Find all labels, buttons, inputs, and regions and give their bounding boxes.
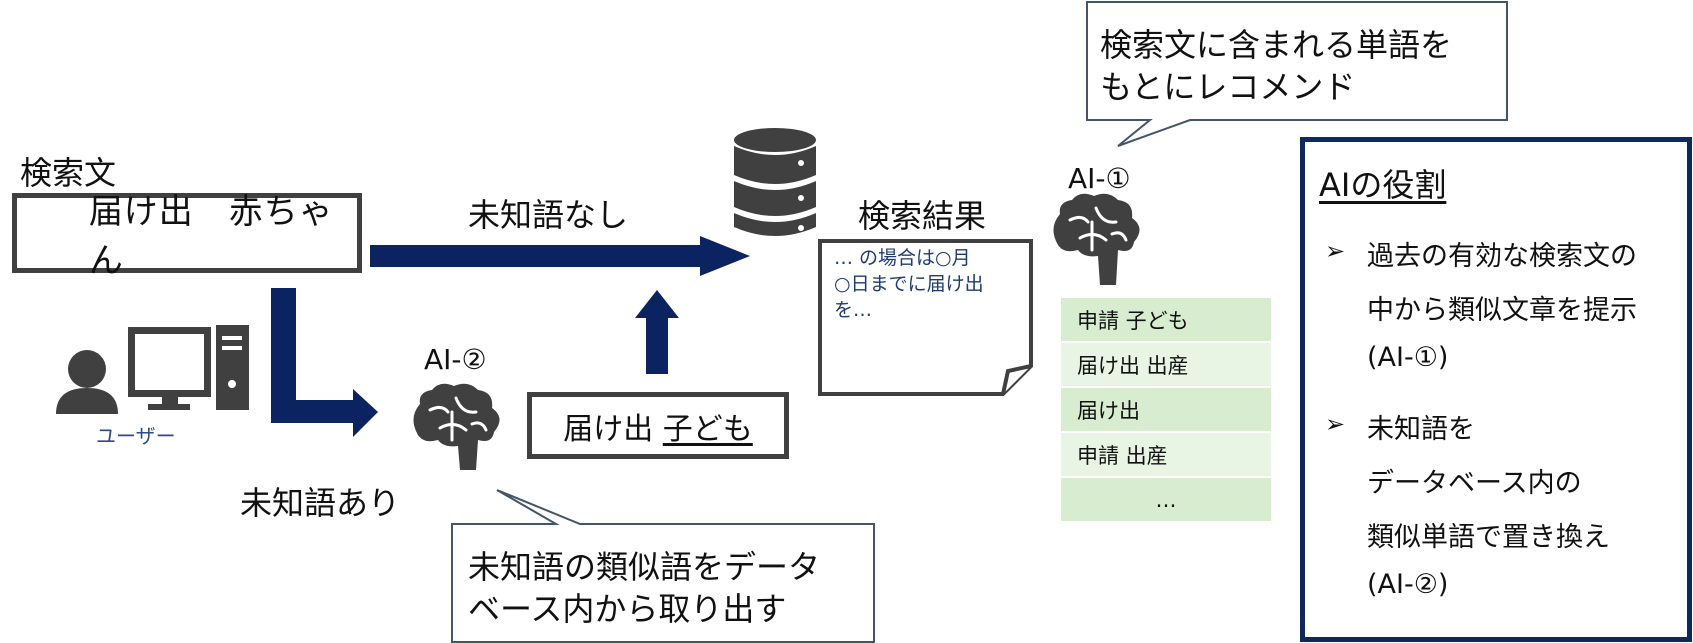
result-document-shape bbox=[818, 239, 1033, 396]
callout-ai1-shape bbox=[1086, 1, 1508, 147]
database-icon bbox=[734, 128, 816, 236]
ai2-label: AI-② bbox=[424, 343, 487, 376]
callout-ai2-text: 未知語の類似語をデータ ベース内から取り出す bbox=[468, 546, 820, 630]
results-title: 検索結果 bbox=[858, 197, 987, 235]
recommendation-item-more[interactable]: … bbox=[1061, 478, 1271, 521]
brain-icon-ai2 bbox=[413, 383, 500, 470]
replaced-query-prefix: 届け出 bbox=[563, 411, 663, 447]
ai1-label: AI-① bbox=[1068, 162, 1131, 195]
result-snippet-line-1: … の場合は○月 bbox=[834, 247, 971, 269]
callout-ai2-line-1: 未知語の類似語をデータ bbox=[468, 548, 821, 586]
role-item2-line-1: 未知語を bbox=[1367, 414, 1475, 445]
bullet-icon: ➢ bbox=[1325, 410, 1346, 438]
arrow-no-unknown bbox=[370, 236, 750, 276]
role-item1-line-2: 中から類似文章を提示 bbox=[1367, 295, 1637, 326]
ai-role-panel: AIの役割 ➢ 過去の有効な検索文の 中から類似文章を提示 (AI-①) ➢ 未… bbox=[1300, 137, 1692, 642]
result-snippet-line-2: ○日までに届け出 bbox=[834, 273, 984, 295]
callout-ai2-shape bbox=[451, 489, 875, 643]
recommendation-item[interactable]: 届け出 bbox=[1061, 388, 1271, 431]
brain-icon-ai1 bbox=[1053, 193, 1140, 285]
replaced-query-box: 届け出 子ども bbox=[527, 392, 789, 459]
branch-has-unknown-label: 未知語あり bbox=[240, 484, 401, 522]
recommendation-list: 申請 子ども 届け出 出産 届け出 申請 出産 … bbox=[1061, 298, 1271, 523]
arrow-replaced-to-db bbox=[635, 290, 679, 374]
role-item1-line-3: (AI-①) bbox=[1367, 342, 1449, 373]
result-snippet: … の場合は○月 ○日までに届け出 を… bbox=[834, 245, 984, 323]
branch-no-unknown-label: 未知語なし bbox=[468, 196, 629, 234]
callout-ai1-line-1: 検索文に含まれる単語を bbox=[1100, 26, 1453, 64]
callout-ai1-text: 検索文に含まれる単語を もとにレコメンド bbox=[1100, 24, 1452, 108]
result-snippet-line-3: を… bbox=[834, 299, 873, 321]
role-item1-line-1: 過去の有効な検索文の bbox=[1367, 241, 1637, 272]
search-heading: 検索文 bbox=[20, 154, 117, 192]
recommendation-item[interactable]: 申請 子ども bbox=[1061, 298, 1271, 341]
recommendation-item[interactable]: 届け出 出産 bbox=[1061, 343, 1271, 386]
user-label: ユーザー bbox=[96, 424, 176, 448]
search-query-box: 届け出 赤ちゃん bbox=[12, 192, 362, 281]
search-query-text: 届け出 赤ちゃん bbox=[88, 192, 334, 281]
arrow-has-unknown bbox=[271, 288, 378, 437]
role-item2-line-2: データベース内の bbox=[1367, 468, 1582, 499]
callout-ai2-line-2: ベース内から取り出す bbox=[468, 590, 787, 628]
callout-ai1-line-2: もとにレコメンド bbox=[1100, 68, 1356, 106]
user-icon bbox=[56, 350, 118, 414]
role-item2-line-4: (AI-②) bbox=[1367, 569, 1449, 600]
bullet-icon: ➢ bbox=[1325, 237, 1346, 265]
ai-role-title: AIの役割 bbox=[1319, 166, 1447, 204]
computer-icon bbox=[128, 325, 249, 410]
replaced-word: 子ども bbox=[662, 411, 753, 447]
recommendation-item[interactable]: 申請 出産 bbox=[1061, 433, 1271, 476]
role-item2-line-3: 類似単語で置き換え bbox=[1367, 522, 1610, 553]
